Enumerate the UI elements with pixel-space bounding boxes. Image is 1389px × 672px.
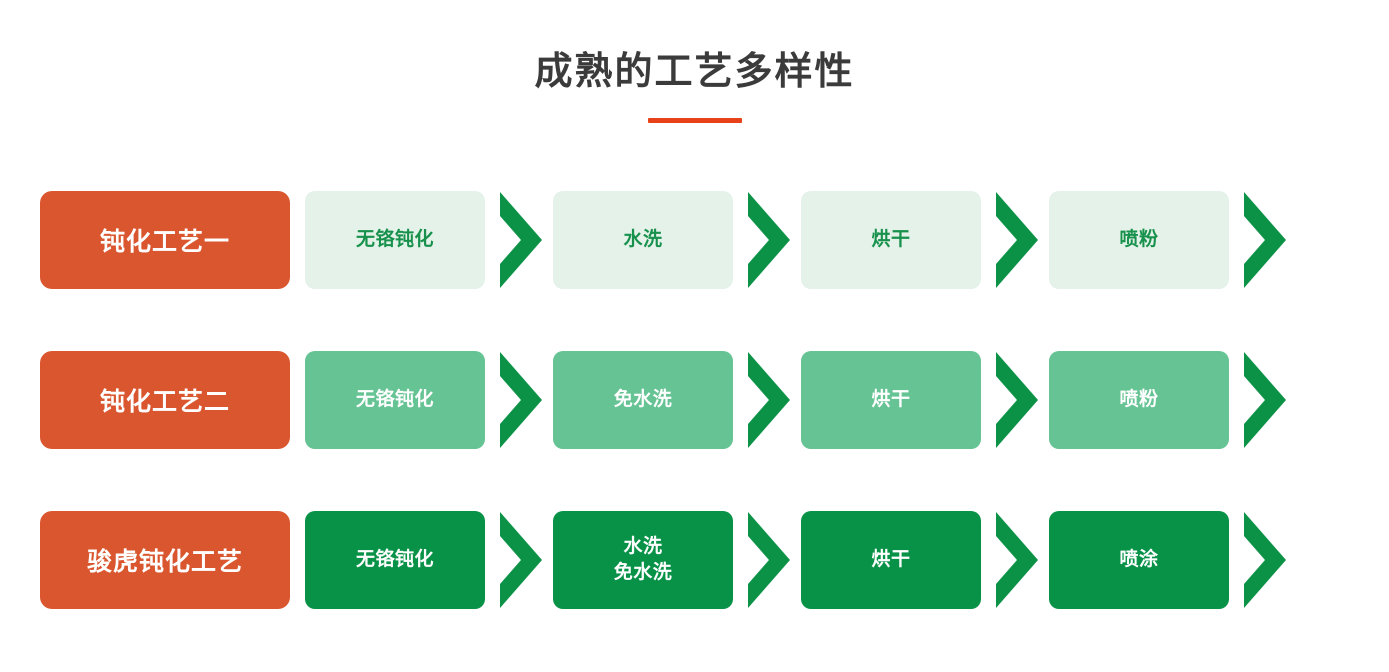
chevron-right-icon (990, 350, 1040, 450)
step-label-line1: 无铬钝化 (355, 549, 434, 570)
step-label-line1: 烘干 (871, 229, 911, 250)
chevron-right-icon (1238, 190, 1288, 290)
process-step-chip: 喷粉 (1049, 351, 1229, 449)
chevron-right-icon (494, 190, 544, 290)
step-label-line1: 无铬钝化 (355, 229, 434, 250)
process-step-chip: 无铬钝化 (305, 191, 485, 289)
step-label-line1: 喷粉 (1119, 229, 1159, 250)
process-row-1: 钝化工艺一 无铬钝化 水洗 烘干 (0, 160, 1389, 320)
step-label-line1: 烘干 (871, 549, 911, 570)
process-step-chip: 烘干 (801, 511, 981, 609)
title-underline-accent (647, 118, 742, 123)
chevron-right-icon (742, 510, 792, 610)
chevron-right-icon (990, 190, 1040, 290)
process-step-chip: 烘干 (801, 191, 981, 289)
process-step-chip: 免水洗 (553, 351, 733, 449)
process-row-2-label: 钝化工艺二 (40, 351, 290, 449)
process-step-chip: 水洗 (553, 191, 733, 289)
process-step-chip: 烘干 (801, 351, 981, 449)
step-label-line1: 喷涂 (1119, 549, 1159, 570)
process-flow-diagram: 钝化工艺一 无铬钝化 水洗 烘干 (0, 160, 1389, 672)
page-title: 成熟的工艺多样性 (534, 51, 855, 93)
process-step-chip: 喷粉 (1049, 191, 1229, 289)
process-row-3: 骏虎钝化工艺 无铬钝化 水洗 免水洗 烘干 (0, 480, 1389, 640)
step-label-line1: 烘干 (871, 389, 911, 410)
process-step-chip: 无铬钝化 (305, 511, 485, 609)
chevron-right-icon (494, 350, 544, 450)
chevron-right-icon (742, 350, 792, 450)
page-header: 成熟的工艺多样性 (0, 0, 1389, 160)
step-label-line1: 免水洗 (613, 389, 673, 410)
process-row-2: 钝化工艺二 无铬钝化 免水洗 烘干 (0, 320, 1389, 480)
step-label-line1: 无铬钝化 (355, 389, 434, 410)
process-row-3-label: 骏虎钝化工艺 (40, 511, 290, 609)
chevron-right-icon (494, 510, 544, 610)
process-step-chip: 喷涂 (1049, 511, 1229, 609)
chevron-right-icon (990, 510, 1040, 610)
process-step-chip: 水洗 免水洗 (553, 511, 733, 609)
chevron-right-icon (1238, 510, 1288, 610)
step-label-line2: 免水洗 (613, 562, 673, 583)
step-label-line1: 水洗 (623, 229, 663, 250)
chevron-right-icon (742, 190, 792, 290)
step-label-line1: 水洗 (623, 536, 663, 557)
process-row-1-label: 钝化工艺一 (40, 191, 290, 289)
chevron-right-icon (1238, 350, 1288, 450)
step-label-line1: 喷粉 (1119, 389, 1159, 410)
process-step-chip: 无铬钝化 (305, 351, 485, 449)
